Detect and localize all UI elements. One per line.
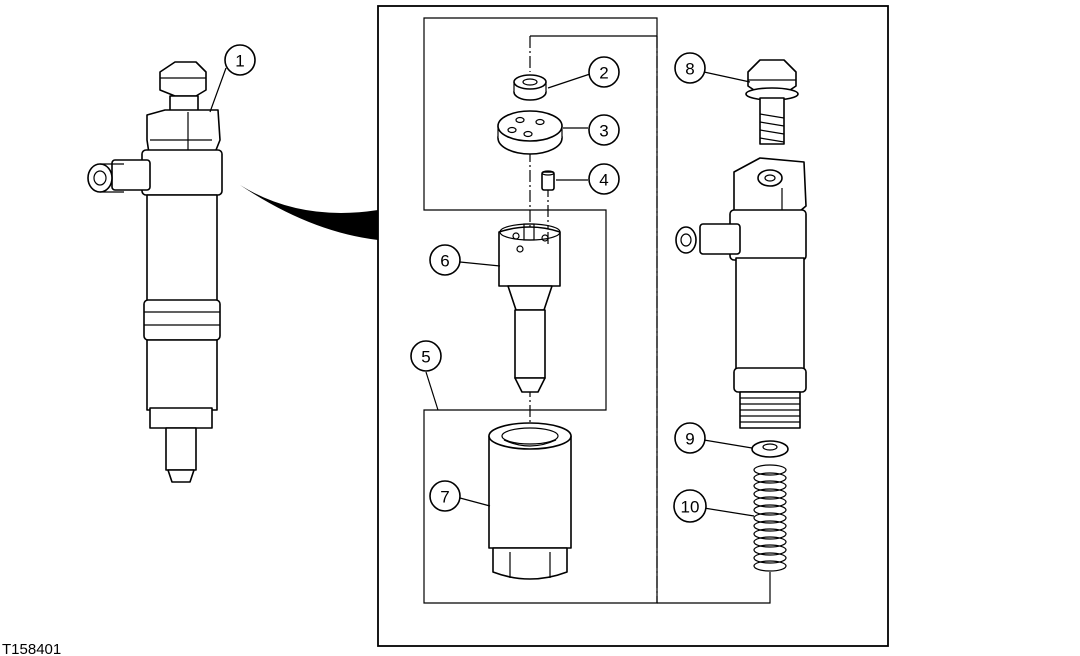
callout-6: 6	[429, 244, 461, 276]
svg-text:2: 2	[599, 64, 608, 83]
part-8-bolt	[745, 59, 799, 145]
pointer-arrow	[240, 185, 378, 240]
assembled-injector	[87, 61, 223, 483]
svg-text:10: 10	[681, 498, 700, 517]
part-7-nozzle-nut	[488, 422, 572, 580]
svg-text:4: 4	[599, 171, 608, 190]
svg-text:5: 5	[421, 348, 430, 367]
callout-9: 9	[674, 422, 706, 454]
part-3-intermediate-plate	[497, 110, 563, 155]
injector-body	[675, 157, 807, 429]
part-10-spring	[753, 464, 787, 572]
callout-4: 4	[588, 163, 620, 195]
svg-text:3: 3	[599, 122, 608, 141]
callout-8: 8	[674, 52, 706, 84]
callout-10: 10	[673, 489, 707, 523]
part-6-nozzle	[498, 223, 561, 393]
svg-text:7: 7	[440, 488, 449, 507]
callout-7: 7	[429, 480, 461, 512]
part-9-washer	[751, 440, 789, 458]
callout-5: 5	[410, 340, 442, 372]
exploded-view-frame	[377, 5, 889, 647]
part-2-shim	[513, 74, 547, 101]
figure-id-label: T158401	[2, 641, 61, 656]
svg-text:6: 6	[440, 252, 449, 271]
callout-1: 1	[224, 44, 256, 76]
group-outline	[423, 17, 658, 604]
svg-text:9: 9	[685, 430, 694, 449]
callout-2: 2	[588, 56, 620, 88]
part-4-dowel-pin	[541, 170, 555, 191]
svg-text:8: 8	[685, 60, 694, 79]
callout-3: 3	[588, 114, 620, 146]
svg-text:1: 1	[235, 52, 244, 71]
